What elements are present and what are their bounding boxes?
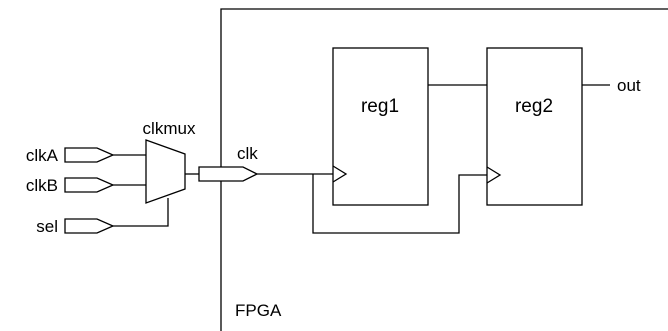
input-label-sel: sel	[36, 217, 58, 236]
reg2-clock-marker	[486, 166, 502, 184]
reg1-label: reg1	[361, 96, 399, 117]
register-reg2	[486, 47, 583, 206]
input-label-clkA: clkA	[26, 146, 59, 165]
wire-sel	[113, 198, 169, 227]
fpga-label: FPGA	[235, 301, 282, 320]
clock-mux	[145, 139, 186, 204]
register-reg1	[332, 47, 429, 206]
pin-clkA	[64, 147, 115, 163]
input-label-clkB: clkB	[26, 176, 58, 195]
wire-clk-to-reg2	[312, 174, 487, 234]
output-label: out	[617, 76, 641, 95]
reg2-label: reg2	[515, 96, 553, 117]
pin-clkB	[64, 177, 115, 193]
clk-label: clk	[237, 144, 258, 163]
reg1-clock-marker	[332, 165, 348, 183]
mux-label: clkmux	[143, 119, 196, 138]
fpga-boundary	[220, 8, 668, 331]
pin-clk	[198, 166, 259, 182]
pin-sel	[64, 218, 115, 234]
